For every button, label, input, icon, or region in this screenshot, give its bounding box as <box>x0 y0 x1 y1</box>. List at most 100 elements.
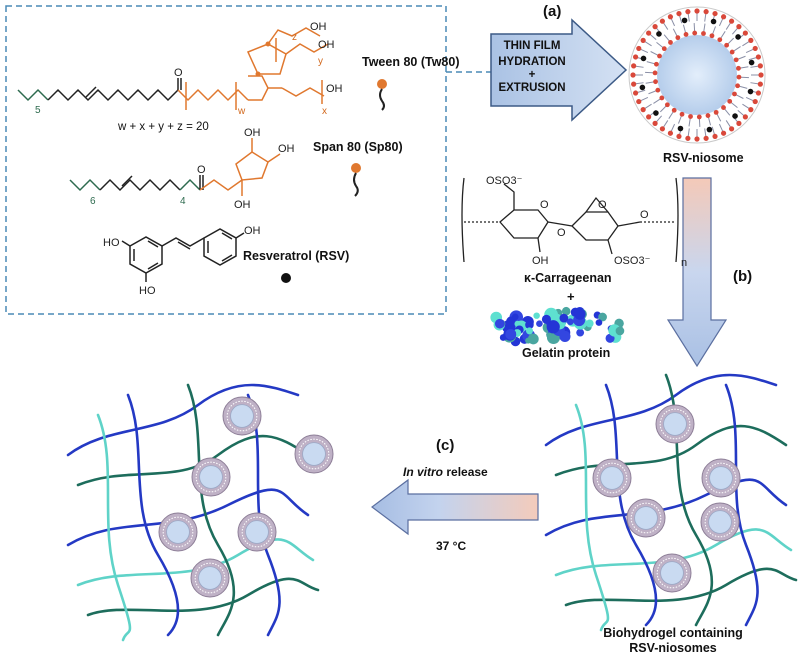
lipid-head-outer <box>646 114 652 120</box>
gelatin-bead <box>574 308 586 320</box>
lipid-head-outer <box>752 98 758 105</box>
lipid-head-outer <box>757 81 763 87</box>
hydrogel-with-niosomes <box>544 373 798 632</box>
lipid-head-outer <box>720 130 727 136</box>
resveratrol-oh: OH <box>244 225 261 237</box>
release-label: In vitro release <box>403 465 488 479</box>
small-niosome <box>237 512 277 552</box>
lipid-head-outer <box>757 63 763 69</box>
gelatin-bead <box>559 330 571 343</box>
span80-structure <box>69 138 281 196</box>
molecules-box <box>5 5 447 315</box>
process-arrow <box>490 18 628 122</box>
lipid-head-outer <box>742 114 748 120</box>
span-oh-1: OH <box>244 127 261 139</box>
small-niosome <box>701 458 741 498</box>
tween-sub-5: 5 <box>35 105 41 116</box>
resveratrol-dot <box>656 31 662 37</box>
resveratrol-dot <box>677 125 684 132</box>
lipid-head-outer <box>632 54 639 60</box>
resveratrol-dot <box>735 34 741 40</box>
gelatin-bead <box>615 326 625 336</box>
polymer-fiber <box>604 383 658 627</box>
lipid-head-inner <box>692 30 698 36</box>
tween-oh-3: OH <box>326 83 343 95</box>
span-oh-2: OH <box>278 143 295 155</box>
lipid-head-outer <box>703 9 709 15</box>
process-line-1: THIN FILM <box>503 40 561 52</box>
polymer-fiber <box>66 383 300 457</box>
lipid-head-outer <box>652 120 658 126</box>
gelatin-bead <box>514 320 521 327</box>
plus-sign: + <box>567 289 575 304</box>
gelatin-bead <box>525 320 534 330</box>
lipid-head-outer <box>685 9 691 15</box>
lipid-head-outer <box>685 135 691 141</box>
lipid-head-inner <box>724 42 730 48</box>
gelatin-bead <box>576 328 585 337</box>
tween-oh-1: OH <box>310 21 327 33</box>
tween-formula: w + x + y + z = 20 <box>118 121 209 133</box>
hydrogel-label-line1: Biohydrogel containing <box>603 626 743 640</box>
tween-carbonyl-o: O <box>174 67 183 79</box>
lipid-head-outer <box>748 107 754 113</box>
small-niosome <box>655 404 695 444</box>
gelatin-bead <box>525 327 534 335</box>
lipid-head-outer <box>755 90 762 96</box>
lipid-head-outer <box>694 136 700 142</box>
lipid-head-outer <box>632 90 639 96</box>
polymer-fiber <box>76 434 310 487</box>
gelatin-bead <box>536 320 543 328</box>
lipid-head-outer <box>631 63 637 69</box>
lipid-head-outer <box>736 120 742 126</box>
span-sub-4: 4 <box>180 196 186 207</box>
small-niosome <box>700 502 740 542</box>
lipid-head-inner <box>696 114 702 120</box>
span-oh-3: OH <box>234 199 251 211</box>
gelatin-bead <box>566 318 574 326</box>
lipid-head-inner <box>717 37 723 43</box>
carrageenan-oso3-1: OSO3⁻ <box>486 175 523 187</box>
tween-oh-2: OH <box>318 39 335 51</box>
gelatin-label: Gelatin protein <box>522 346 611 360</box>
lipid-head-inner <box>653 79 658 85</box>
polymer-fiber <box>66 488 310 547</box>
carrageenan-oso3-2: OSO3⁻ <box>614 255 651 267</box>
lipid-head-inner <box>705 113 711 118</box>
polymer-fiber <box>574 403 610 632</box>
polymer-fiber <box>554 528 793 577</box>
process-line-4: EXTRUSION <box>498 82 566 94</box>
process-line-3: + <box>528 69 536 81</box>
gelatin-bead <box>546 320 560 334</box>
polymer-fiber <box>186 383 236 637</box>
lipid-head-inner <box>683 32 689 37</box>
resveratrol-ho-1: HO <box>103 237 120 249</box>
resveratrol-dot <box>706 126 713 133</box>
gelatin-bead <box>595 319 603 326</box>
polymer-fiber <box>126 393 180 637</box>
resveratrol-dot <box>640 55 647 62</box>
lipid-head-inner <box>733 57 739 63</box>
polymer-fiber <box>544 478 788 537</box>
niosome-core <box>657 35 737 115</box>
release-arrow <box>371 478 539 536</box>
step-label-a: (a) <box>543 3 562 20</box>
lipid-head-inner <box>679 111 685 117</box>
release-label-italic: In vitro <box>403 465 444 479</box>
lipid-head-outer <box>667 130 674 136</box>
gelatin-bead <box>585 319 594 328</box>
polymer-fiber <box>724 383 759 627</box>
lipid-head-inner <box>736 65 741 71</box>
lipid-head-inner <box>668 40 673 45</box>
lipid-head-outer <box>659 126 665 132</box>
lipid-head-outer <box>646 30 652 36</box>
lipid-head-inner <box>729 49 735 55</box>
lipid-head-outer <box>630 72 636 78</box>
gelatin-bead <box>598 312 607 322</box>
tween-sub-w: w <box>237 106 246 117</box>
lipid-head-inner <box>657 53 662 59</box>
lipid-head-outer <box>636 98 642 105</box>
lipid-head-outer <box>631 81 637 87</box>
tween-sub-z: z <box>292 32 297 43</box>
carrageenan-o-ring2: O <box>598 199 607 211</box>
